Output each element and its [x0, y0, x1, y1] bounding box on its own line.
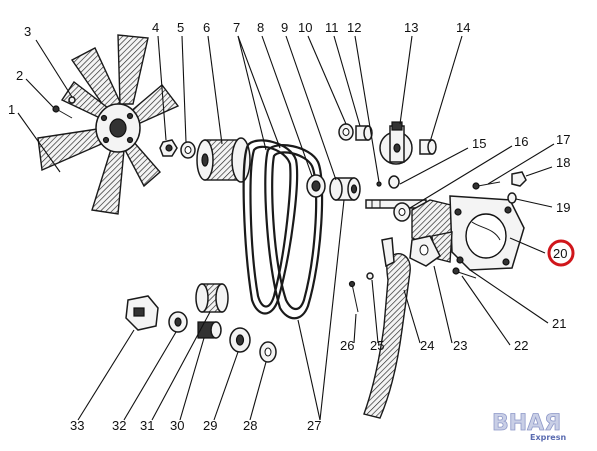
- callout-9: 9: [281, 20, 288, 35]
- water-pipe-24: [363, 237, 411, 419]
- callout-labels: 1 2 3 4 5 6 7 8 9 10 11 12 13 14 15 16 1…: [8, 20, 570, 433]
- callout-13: 13: [404, 20, 418, 35]
- callout-16: 16: [514, 134, 528, 149]
- callout-24: 24: [420, 338, 434, 353]
- callout-28: 28: [243, 418, 257, 433]
- drive-belts-7: [242, 139, 324, 320]
- fan-bolt: [52, 105, 73, 119]
- washer-19: [507, 192, 517, 204]
- callout-17: 17: [556, 132, 570, 147]
- washer-5: [180, 141, 196, 159]
- watermark-main-text: ВНАЯ: [492, 411, 561, 436]
- callout-22: 22: [514, 338, 528, 353]
- callout-12: 12: [347, 20, 361, 35]
- callout-5: 5: [177, 20, 184, 35]
- bearing-31: [195, 283, 229, 313]
- callout-19: 19: [556, 200, 570, 215]
- callout-32: 32: [112, 418, 126, 433]
- callout-30: 30: [170, 418, 184, 433]
- washer-15: [388, 175, 400, 189]
- callout-20: 20: [553, 246, 567, 261]
- bolt-17: [472, 181, 501, 190]
- callout-31: 31: [140, 418, 154, 433]
- bolt-22: [452, 267, 477, 279]
- snap-ring-12: [376, 181, 382, 187]
- callout-15: 15: [472, 136, 486, 151]
- callout-3: 3: [24, 24, 31, 39]
- washer-28: [259, 341, 277, 363]
- seal-29: [229, 327, 251, 353]
- bushing-30: [197, 321, 222, 339]
- callout-11: 11: [325, 20, 339, 35]
- watermark-logo: ВНАЯ Expresn: [488, 408, 590, 442]
- pulley-6: [196, 137, 251, 183]
- callout-6: 6: [203, 20, 210, 35]
- callout-21: 21: [552, 316, 566, 331]
- fan-assembly: [37, 34, 180, 215]
- seal-10: [338, 123, 354, 141]
- nut-4: [159, 139, 178, 157]
- callout-1: 1: [8, 102, 15, 117]
- highlight-ring-20: [547, 239, 575, 267]
- bearing-8: [306, 174, 326, 198]
- ring-32: [168, 311, 188, 333]
- bearing-9: [329, 177, 361, 201]
- callout-33: 33: [70, 418, 84, 433]
- fan-washer: [68, 96, 76, 104]
- callout-27: 27: [307, 418, 321, 433]
- callout-10: 10: [298, 20, 312, 35]
- hub-33: [125, 295, 159, 331]
- watermark-sub-text: Expresn: [530, 433, 566, 442]
- bolt-26: [348, 280, 359, 313]
- callout-2: 2: [16, 68, 23, 83]
- callout-4: 4: [152, 20, 159, 35]
- callout-7: 7: [233, 20, 240, 35]
- callout-26: 26: [340, 338, 354, 353]
- seal-16: [393, 202, 411, 222]
- gasket-23: [409, 235, 441, 267]
- leader-lines: [17, 35, 555, 421]
- callout-25: 25: [370, 338, 384, 353]
- callout-14: 14: [456, 20, 470, 35]
- impeller-13: [379, 121, 413, 165]
- bushing-14: [419, 139, 437, 155]
- callout-18: 18: [556, 155, 570, 170]
- nut-18: [511, 171, 527, 187]
- callout-29: 29: [203, 418, 217, 433]
- callout-23: 23: [453, 338, 467, 353]
- callout-8: 8: [257, 20, 264, 35]
- washer-25: [366, 272, 374, 280]
